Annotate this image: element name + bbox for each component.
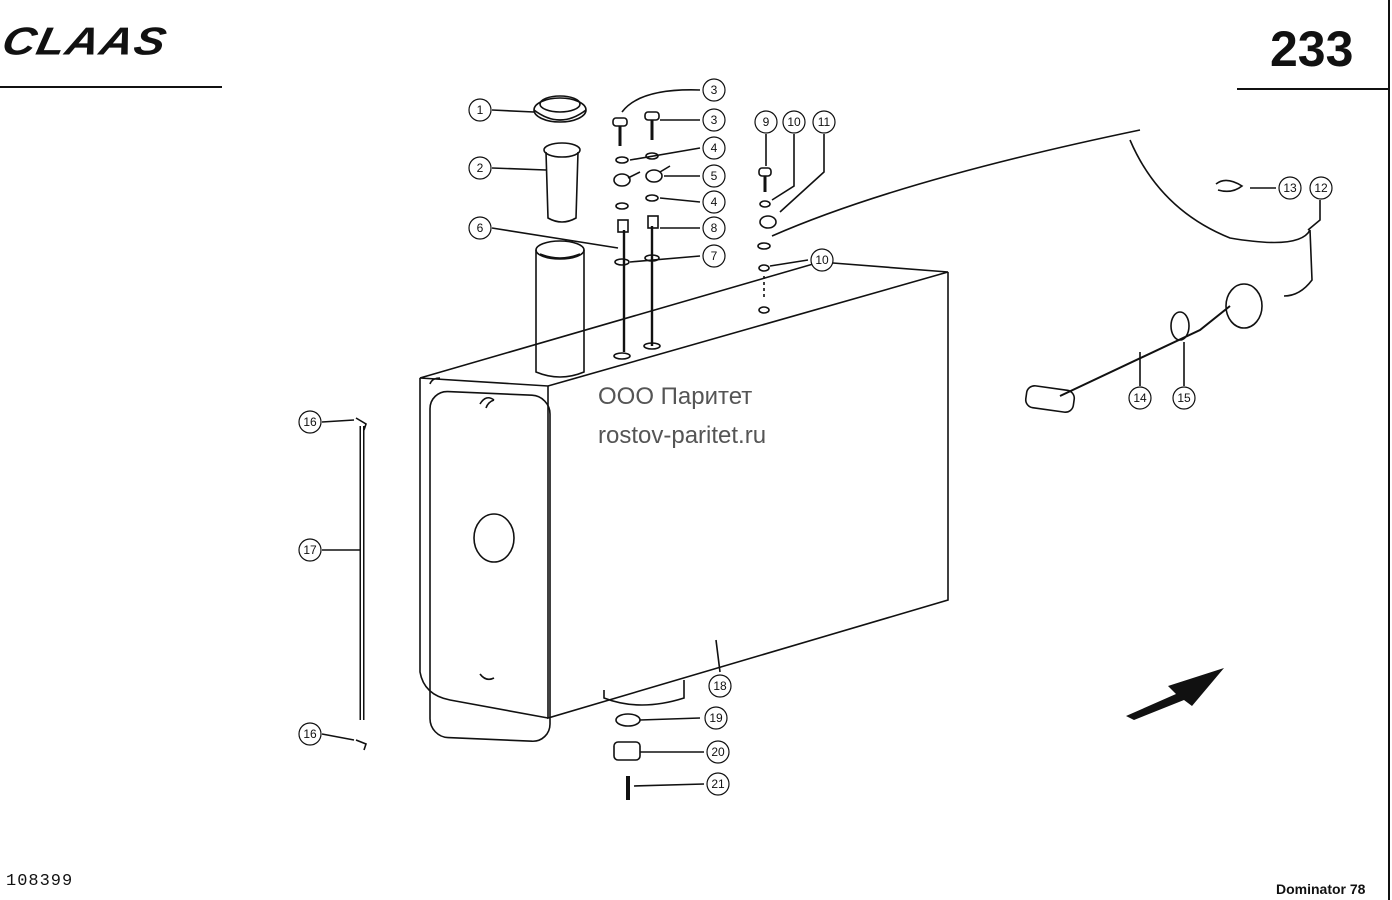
callout-3a: 3 xyxy=(702,78,726,102)
callout-13: 13 xyxy=(1278,176,1302,200)
callout-bubbles: 1 2 3 3 4 5 4 6 8 7 9 10 11 10 13 12 14 … xyxy=(298,78,1333,796)
svg-text:13: 13 xyxy=(1283,181,1297,195)
svg-text:16: 16 xyxy=(303,727,317,741)
svg-text:14: 14 xyxy=(1133,391,1147,405)
logo-underline xyxy=(0,86,222,88)
svg-text:9: 9 xyxy=(763,115,770,129)
callout-8: 8 xyxy=(702,216,726,240)
svg-text:15: 15 xyxy=(1177,391,1191,405)
model-name: Dominator 78 xyxy=(1276,881,1366,897)
svg-text:8: 8 xyxy=(711,221,718,235)
callout-18: 18 xyxy=(708,674,732,698)
svg-text:18: 18 xyxy=(713,679,727,693)
fuel-sender xyxy=(1059,305,1231,397)
svg-text:7: 7 xyxy=(711,249,718,263)
svg-text:11: 11 xyxy=(818,115,831,129)
callout-9: 9 xyxy=(754,110,778,134)
inspection-ring xyxy=(473,513,515,563)
svg-text:6: 6 xyxy=(477,221,484,235)
callout-14: 14 xyxy=(1128,386,1152,410)
callout-6: 6 xyxy=(468,216,492,240)
callout-19: 19 xyxy=(704,706,728,730)
callout-7: 7 xyxy=(702,244,726,268)
callout-4b: 4 xyxy=(702,190,726,214)
callout-5: 5 xyxy=(702,164,726,188)
callout-12: 12 xyxy=(1309,176,1333,200)
svg-text:10: 10 xyxy=(815,253,829,267)
callout-20: 20 xyxy=(706,740,730,764)
watermark-company: ООО Паритет xyxy=(598,383,753,410)
callout-10b: 10 xyxy=(810,248,834,272)
callout-1: 1 xyxy=(468,98,492,122)
svg-text:17: 17 xyxy=(303,543,317,557)
svg-text:21: 21 xyxy=(711,777,725,791)
fuel-line xyxy=(771,129,1141,237)
svg-text:10: 10 xyxy=(787,115,801,129)
svg-text:4: 4 xyxy=(711,195,718,209)
document-number: 108399 xyxy=(6,872,74,891)
svg-text:3: 3 xyxy=(711,83,718,97)
svg-text:20: 20 xyxy=(711,745,725,759)
svg-text:4: 4 xyxy=(711,141,718,155)
callout-17: 17 xyxy=(298,538,322,562)
svg-text:16: 16 xyxy=(303,415,317,429)
callout-15: 15 xyxy=(1172,386,1196,410)
callout-2: 2 xyxy=(468,156,492,180)
svg-text:3: 3 xyxy=(711,113,718,127)
page-number-underline xyxy=(1237,88,1388,90)
svg-text:1: 1 xyxy=(477,103,484,117)
callout-10a: 10 xyxy=(782,110,806,134)
svg-text:19: 19 xyxy=(709,711,723,725)
watermark-website: rostov-paritet.ru xyxy=(598,422,767,449)
callout-16a: 16 xyxy=(298,410,322,434)
callout-16b: 16 xyxy=(298,722,322,746)
callout-21: 21 xyxy=(706,772,730,796)
callout-3b: 3 xyxy=(702,108,726,132)
filler-neck xyxy=(535,250,585,378)
page-border xyxy=(1388,0,1390,900)
page-number: 233 xyxy=(1270,21,1354,77)
callout-4a: 4 xyxy=(702,136,726,160)
strainer xyxy=(545,151,579,223)
svg-text:2: 2 xyxy=(477,161,484,175)
svg-text:12: 12 xyxy=(1314,181,1328,195)
svg-text:5: 5 xyxy=(711,169,718,183)
fuel-tank xyxy=(419,261,949,387)
callout-11: 11 xyxy=(812,110,836,134)
direction-arrow xyxy=(1126,668,1224,720)
